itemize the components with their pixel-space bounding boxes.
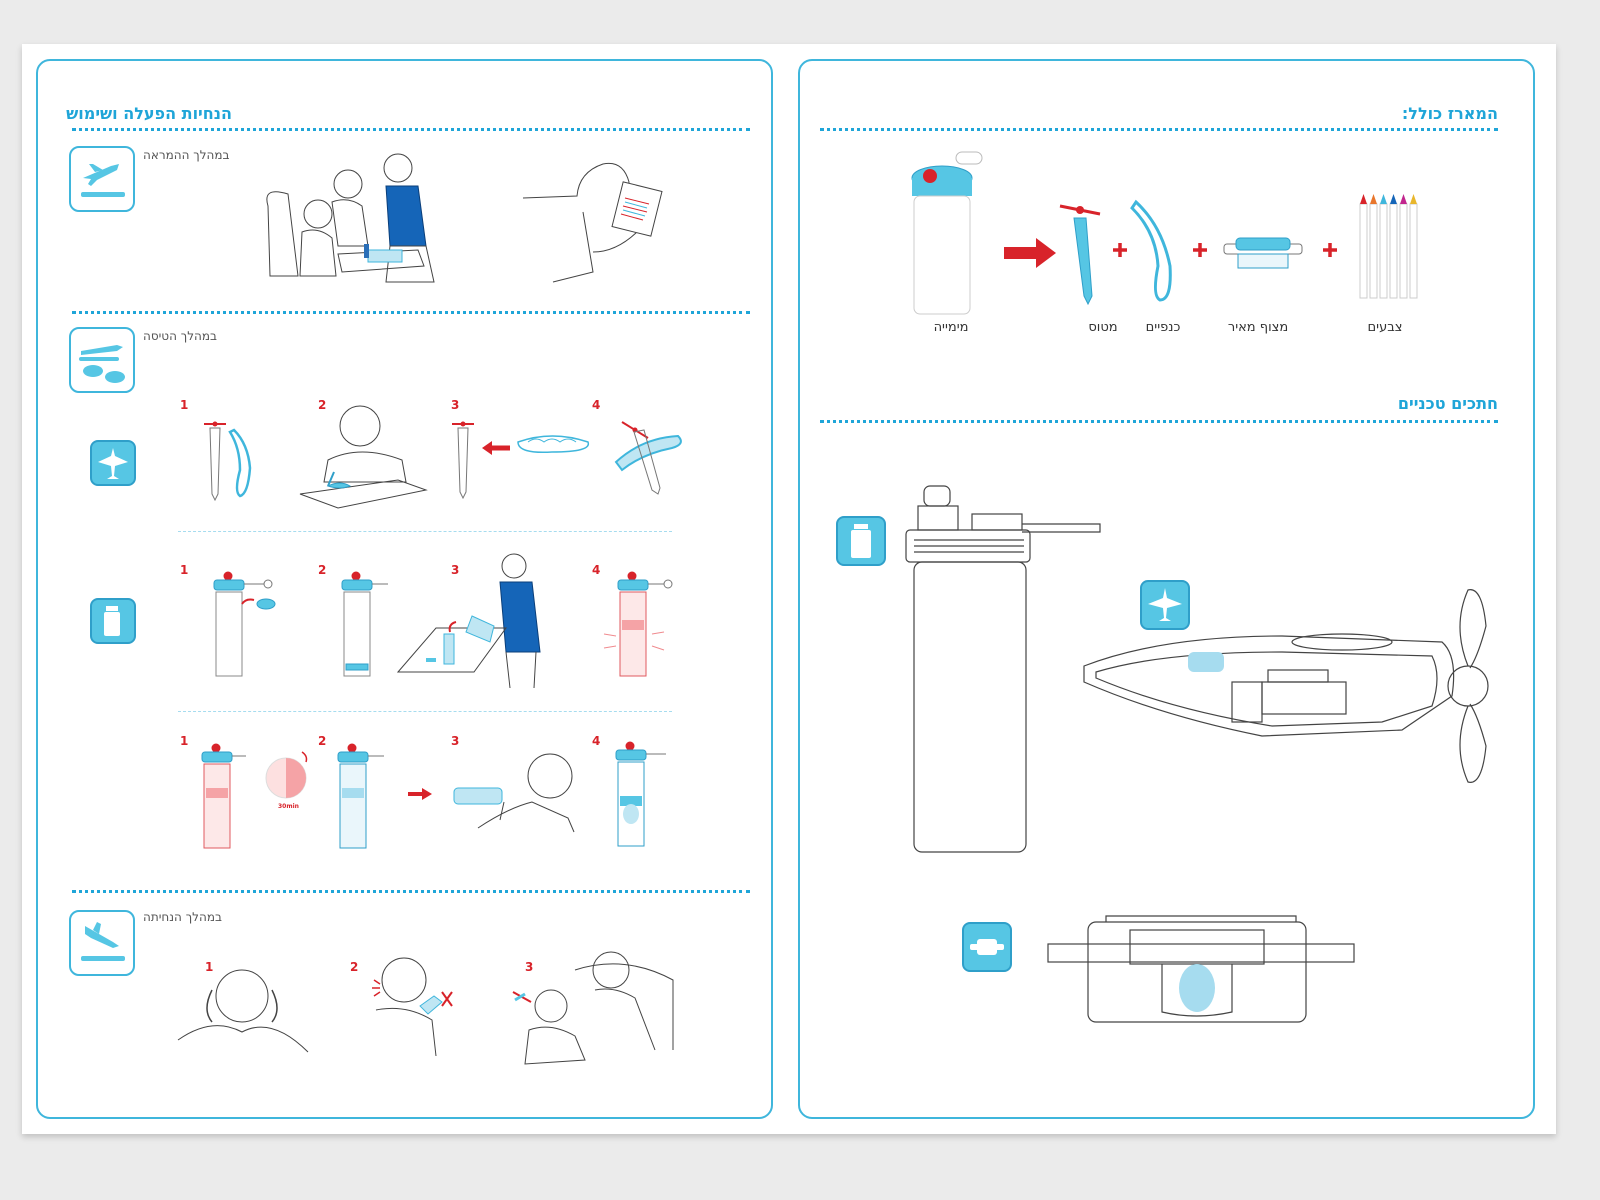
assemble-plane-illustration [452,421,590,500]
divider [820,128,1498,131]
empty-bottle-illustration [615,741,666,847]
parent-child-illustration [512,951,674,1065]
family-illustration [266,153,435,283]
step-3: 3 [525,960,534,974]
includes-arrow [1004,238,1056,268]
crayons-caption: צבעים [1367,320,1403,335]
divider [72,890,750,893]
crayon-tip [1360,194,1367,204]
crayon [1409,203,1418,299]
instructions-title: הנחיות הפעלה ושימוש [66,104,232,123]
step-3: 3 [451,563,460,577]
child-with-plane-illustration [372,957,453,1057]
flight-label: במהלך הטיסה [143,329,217,343]
landing-label: במהלך הנחיתה [143,910,222,924]
step-3: 3 [451,734,460,748]
insert-cooler-illustration [341,571,388,677]
step-1: 1 [180,563,189,577]
crayon [1359,203,1368,299]
step-4: 4 [592,734,601,748]
plane-toy-icon [1140,580,1190,630]
reading-parent-illustration [522,162,663,283]
crayon-tip [1380,194,1387,204]
plane-toy-icon [90,440,136,486]
plane-body-product [1059,204,1101,306]
boarding-label: במהלך ההמראה [143,148,230,162]
crayon-tip [1390,194,1397,204]
divider [72,311,750,314]
bottle-icon [836,516,886,566]
step-divider [178,531,672,532]
plane-parts-illustration [204,421,252,502]
bottle-icon [90,598,136,644]
timer-label: 30min [278,803,299,810]
tech-title: חתכים טכניים [1397,394,1498,413]
crayon [1399,203,1408,299]
landing-icon [69,910,135,976]
plus-sign [1113,243,1127,257]
crayon-tip [1400,194,1407,204]
bottle-cross-section [905,485,1101,853]
cooler-icon [962,922,1012,972]
bottle-product [911,151,983,315]
cold-bottle-illustration [337,743,384,849]
step-2: 2 [318,398,327,412]
takeoff-icon [69,146,135,212]
step-3: 3 [451,398,460,412]
open-bottle-illustration [213,571,276,677]
crayon [1379,203,1388,299]
step-4: 4 [592,563,601,577]
step-1: 1 [180,734,189,748]
step-divider [178,711,672,712]
wings-product [1130,199,1172,302]
step-1: 1 [180,398,189,412]
ear-pain-illustration [177,969,309,1053]
plane-cross-section [1083,589,1489,783]
colored-plane-illustration [614,421,682,495]
step-2: 2 [318,563,327,577]
crayon [1389,203,1398,299]
child-drinking-illustration [408,753,575,833]
cooler-caption: מצוף מאיר [1227,320,1289,335]
crayon-tip [1410,194,1417,204]
pouring-water-illustration [396,553,541,689]
divider [72,128,750,131]
chilled-bottle-illustration: 30min [201,743,308,849]
step-2: 2 [318,734,327,748]
step-2: 2 [350,960,359,974]
step-4: 4 [592,398,601,412]
crayon [1369,203,1378,299]
filled-bottle-illustration [603,571,673,677]
crayon-tip [1370,194,1377,204]
cooler-cross-section [1047,915,1355,1023]
cooler-product [1223,237,1303,269]
bottle-caption: מימייה [933,320,969,335]
child-coloring-illustration [299,405,428,509]
package-title: המארז כולל: [1401,104,1498,123]
wings-caption: כנפיים [1145,320,1181,335]
divider [820,420,1498,423]
inflight-icon [69,327,135,393]
step-1: 1 [205,960,214,974]
plane-caption: מטוס [1088,320,1118,335]
plus-sign [1193,243,1207,257]
plus-sign [1323,243,1337,257]
crayons-product [1359,194,1418,299]
